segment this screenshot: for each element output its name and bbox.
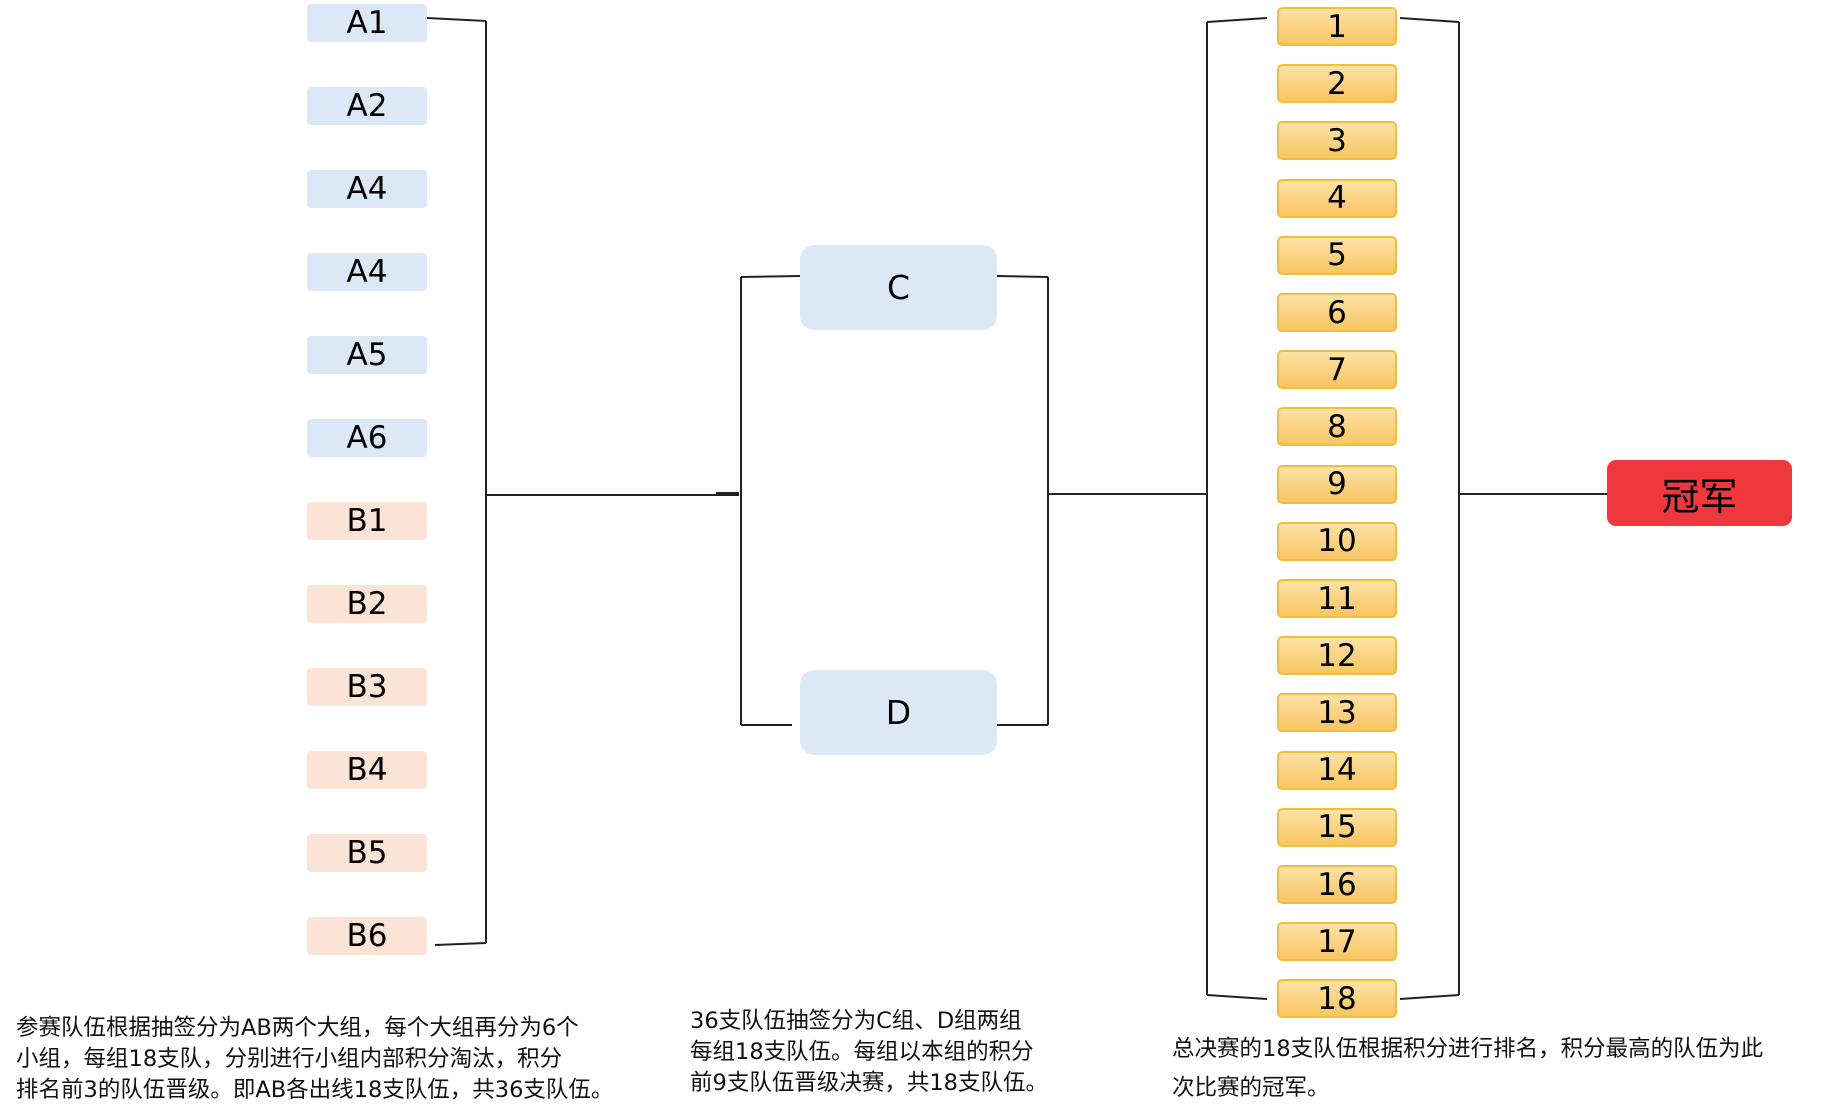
bracket-final-left-bottom [1206, 994, 1268, 1000]
finalist-label: 9 [1327, 466, 1347, 503]
finalist-node: 11 [1277, 579, 1397, 618]
finalist-node: 18 [1277, 979, 1397, 1019]
finalist-node: 14 [1277, 750, 1397, 790]
finalist-node: 1 [1277, 7, 1397, 46]
bracket-ab-top [426, 17, 487, 22]
finalist-node: 15 [1277, 807, 1397, 847]
group-node-label: B4 [346, 752, 388, 788]
finalist-label: 8 [1327, 408, 1347, 445]
note-line: 前9支队伍晋级决赛，共18支队伍。 [690, 1069, 1048, 1096]
group-node-b: B5 [307, 834, 427, 872]
bracket-cd-right-top [996, 275, 1049, 278]
finalist-label: 14 [1317, 752, 1357, 789]
champion-label: 冠军 [1661, 474, 1738, 519]
note-final: 总决赛的18支队伍根据积分进行排名，积分最高的队伍为此 次比赛的冠军。 [1172, 1030, 1763, 1109]
group-node-label: B6 [346, 918, 388, 954]
group-node-b: B4 [307, 751, 427, 789]
group-node-a: A2 [307, 87, 427, 125]
group-node-a: A6 [307, 419, 427, 457]
finalist-node: 9 [1277, 464, 1397, 504]
group-node-a: A4 [307, 253, 427, 291]
group-node-b: B2 [307, 585, 427, 623]
note-line: 次比赛的冠军。 [1172, 1075, 1330, 1102]
group-node-b: B3 [307, 668, 427, 706]
finalist-node: 6 [1277, 293, 1397, 332]
group-node-label: A6 [346, 420, 388, 456]
group-d-node: D [800, 670, 997, 755]
group-node-label: A4 [346, 171, 388, 207]
group-node-b: B6 [307, 917, 427, 955]
group-node-label: B1 [346, 503, 388, 539]
finalist-label: 12 [1317, 637, 1357, 674]
bracket-ab-bottom [434, 942, 487, 946]
group-node-label: B3 [346, 669, 388, 705]
group-node-a: A1 [307, 4, 427, 42]
bracket-cd-left-top [740, 275, 801, 278]
finalist-node: 4 [1277, 178, 1397, 218]
finalist-label: 11 [1317, 580, 1357, 617]
finalist-label: 6 [1327, 294, 1347, 331]
finalist-node: 16 [1277, 865, 1397, 904]
bracket-final-right-bottom [1399, 994, 1460, 1000]
finalist-node: 3 [1277, 121, 1397, 161]
finalist-label: 7 [1327, 351, 1347, 388]
note-line: 36支队伍抽签分为C组、D组两组 [690, 1008, 1022, 1034]
finalist-label: 18 [1317, 980, 1357, 1017]
group-node-label: A1 [346, 5, 388, 41]
finalist-label: 17 [1317, 923, 1357, 960]
finalist-label: 10 [1317, 523, 1357, 560]
finalist-label: 1 [1327, 8, 1347, 45]
group-node-a: A5 [307, 336, 427, 374]
group-node-label: A2 [346, 88, 388, 124]
bracket-final-left-top [1206, 17, 1268, 23]
finalist-label: 4 [1327, 180, 1347, 217]
group-node-label: A5 [346, 337, 388, 373]
finalist-label: 16 [1317, 866, 1357, 903]
group-node-label: A4 [346, 254, 388, 290]
note-line: 参赛队伍根据抽签分为AB两个大组，每个大组再分为6个 [16, 1015, 579, 1041]
group-node-label: B2 [346, 586, 388, 622]
note-line: 每组18支队伍。每组以本组的积分 [690, 1038, 1034, 1065]
group-node-b: B1 [307, 502, 427, 540]
group-c-label: C [886, 268, 911, 307]
finalist-label: 3 [1327, 122, 1347, 159]
note-line: 总决赛的18支队伍根据积分进行排名，积分最高的队伍为此 [1172, 1036, 1764, 1062]
finalist-node: 10 [1277, 521, 1397, 561]
group-node-label: B5 [346, 835, 388, 871]
finalist-node: 13 [1277, 693, 1397, 733]
note-line: 小组，每组18支队，分别进行小组内部积分淘汰，积分 [16, 1045, 563, 1072]
note-group-stage: 参赛队伍根据抽签分为AB两个大组，每个大组再分为6个 小组，每组18支队，分别进… [16, 1013, 613, 1105]
finalist-label: 13 [1317, 694, 1357, 731]
finalist-label: 5 [1327, 237, 1347, 274]
note-cd-stage: 36支队伍抽签分为C组、D组两组 每组18支队伍。每组以本组的积分 前9支队伍晋… [690, 1006, 1048, 1098]
finalist-node: 2 [1277, 64, 1397, 104]
finalist-node: 12 [1277, 636, 1397, 676]
finalist-label: 15 [1317, 809, 1357, 846]
champion-node: 冠军 [1607, 460, 1792, 526]
bracket-final-right-top [1399, 17, 1460, 23]
group-node-a: A4 [307, 170, 427, 208]
finalist-node: 7 [1277, 350, 1397, 390]
finalist-node: 5 [1277, 235, 1397, 275]
finalist-node: 8 [1277, 407, 1397, 447]
note-line: 排名前3的队伍晋级。即AB各出线18支队伍，共36支队伍。 [16, 1076, 614, 1103]
group-d-label: D [885, 693, 912, 732]
finalist-node: 17 [1277, 922, 1397, 962]
group-c-node: C [800, 245, 997, 330]
finalist-label: 2 [1327, 65, 1347, 102]
